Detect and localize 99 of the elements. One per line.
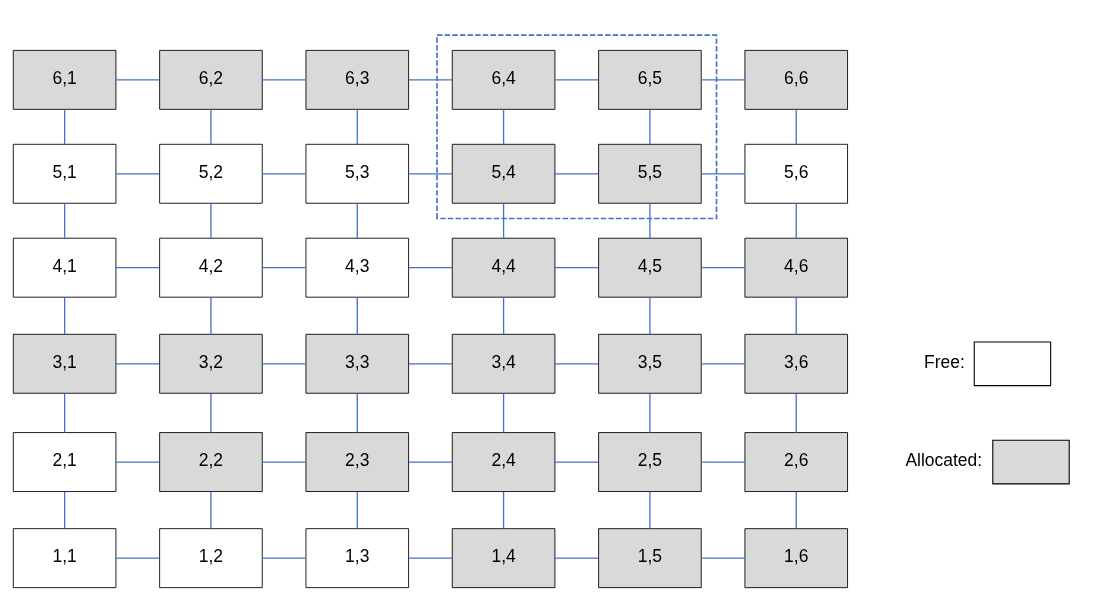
legend-label: Allocated: <box>905 449 983 470</box>
connector <box>795 490 797 529</box>
connector <box>502 490 505 529</box>
connector <box>554 460 600 463</box>
connector <box>115 78 161 81</box>
node-box: 1,2 <box>159 527 263 588</box>
node-box: 4,3 <box>305 237 410 298</box>
connector <box>795 392 797 433</box>
node-box: 2,2 <box>159 431 263 492</box>
node-box: 2,3 <box>305 431 410 492</box>
node-box: 5,6 <box>744 143 848 204</box>
node-box: 3,1 <box>12 333 117 394</box>
connector <box>210 108 212 145</box>
connector <box>356 296 358 335</box>
connector <box>795 108 797 145</box>
node-box: 5,5 <box>598 143 702 204</box>
node-box: 6,2 <box>159 49 263 110</box>
node-box: 6,6 <box>744 49 848 110</box>
connector <box>261 266 307 268</box>
node-box: 4,1 <box>12 237 117 298</box>
node-box: 4,6 <box>744 237 848 298</box>
node-box: 6,3 <box>305 49 410 110</box>
connector <box>502 202 505 239</box>
node-box: 3,3 <box>305 333 410 394</box>
connector <box>261 78 307 81</box>
node-box: 3,2 <box>159 333 263 394</box>
node-box: 1,1 <box>12 527 117 588</box>
node-box: 4,2 <box>159 237 263 298</box>
connector <box>210 392 212 433</box>
connector <box>795 296 797 335</box>
connector <box>408 557 453 559</box>
connector <box>554 172 600 174</box>
node-box: 2,4 <box>451 431 556 492</box>
connector <box>115 266 161 268</box>
node-box: 6,1 <box>12 49 117 110</box>
connector <box>408 266 453 268</box>
connector <box>261 172 307 174</box>
connector <box>649 108 651 145</box>
node-box: 3,4 <box>451 333 556 394</box>
node-box: 1,4 <box>451 527 556 588</box>
connector <box>649 490 651 529</box>
connector <box>115 172 161 174</box>
cluster <box>436 33 718 219</box>
connector <box>115 460 161 463</box>
connector <box>554 78 600 81</box>
connector <box>356 392 358 433</box>
node-box: 1,5 <box>598 527 702 588</box>
connector <box>63 296 66 335</box>
connector <box>700 266 746 268</box>
connector <box>115 557 161 559</box>
connector <box>649 202 651 239</box>
connector <box>356 490 358 529</box>
connector <box>700 172 746 174</box>
connector <box>649 392 651 433</box>
node-box: 5,2 <box>159 143 263 204</box>
connector <box>408 460 453 463</box>
connector <box>210 296 212 335</box>
connector <box>502 392 505 433</box>
node-box: 4,4 <box>451 237 556 298</box>
connector <box>210 202 212 239</box>
connector <box>554 362 600 364</box>
node-box: 6,5 <box>598 49 702 110</box>
connector <box>63 108 66 145</box>
node-box: 6,4 <box>451 49 556 110</box>
legend-label: Free: <box>924 351 965 372</box>
connector <box>63 490 66 529</box>
connector <box>261 557 307 559</box>
connector <box>554 266 600 268</box>
connector <box>649 296 651 335</box>
connector <box>261 460 307 463</box>
connector <box>408 362 453 364</box>
connector <box>115 362 161 364</box>
connector <box>261 362 307 364</box>
node-box: 5,3 <box>305 143 410 204</box>
connector <box>700 362 746 364</box>
connector <box>502 296 505 335</box>
connector <box>700 460 746 463</box>
connector <box>63 392 66 433</box>
connector <box>356 108 358 145</box>
node-box: 5,1 <box>12 143 117 204</box>
node-box: 5,4 <box>451 143 556 204</box>
connector <box>210 490 212 529</box>
connector <box>408 172 453 174</box>
node-box: 3,5 <box>598 333 702 394</box>
node-box: 2,1 <box>12 431 117 492</box>
connector <box>63 202 66 239</box>
node-box: 1,3 <box>305 527 410 588</box>
connector <box>356 202 358 239</box>
node-box: 2,5 <box>598 431 702 492</box>
connector <box>554 557 600 559</box>
connector <box>700 78 746 81</box>
node-box: 2,6 <box>744 431 848 492</box>
connector <box>408 78 453 81</box>
connector <box>795 202 797 239</box>
connector <box>700 557 746 559</box>
node-box: 4,5 <box>598 237 702 298</box>
node-box: 1,6 <box>744 527 848 588</box>
connector <box>502 108 505 145</box>
node-box: 3,6 <box>744 333 848 394</box>
